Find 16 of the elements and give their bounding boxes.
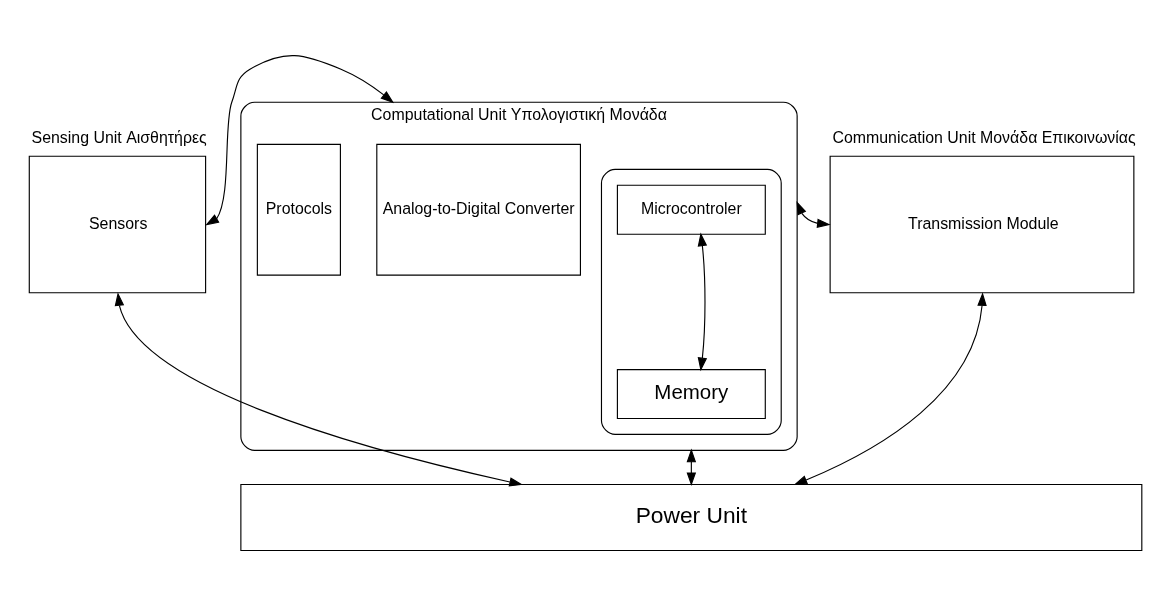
arrow [205, 54, 395, 225]
node-box: Sensors [28, 155, 207, 293]
node-box: Transmission Module [829, 155, 1135, 293]
arrow [686, 448, 697, 486]
arrow [697, 232, 708, 371]
arrow [114, 291, 523, 487]
arrow [796, 200, 831, 228]
node-box: Memory [616, 368, 766, 419]
node-box: Protocols [256, 143, 341, 276]
node-label: Sensing Unit Αισθητήρες [31, 128, 207, 146]
node-box: Microcontroler [616, 184, 766, 235]
node-box: Analog-to-Digital Converter [376, 143, 581, 276]
arrow [793, 291, 987, 485]
node-label: Communication Unit Μονάδα Επικοινωνίας [832, 128, 1136, 146]
node-box: Power Unit [240, 483, 1143, 551]
cluster [600, 168, 782, 435]
